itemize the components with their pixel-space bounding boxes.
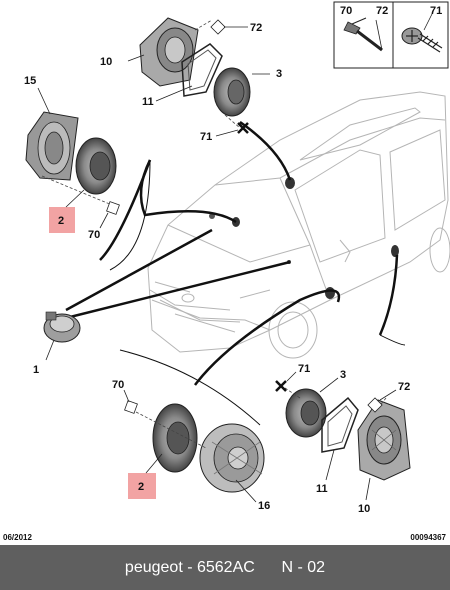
part-banner: peugeot - 6562AC N - 02 xyxy=(0,545,450,590)
callout-71-right: 71 xyxy=(298,363,310,375)
highlight-box-2-bottom: 2 xyxy=(128,473,156,499)
thin-curves xyxy=(109,159,406,426)
banner-part-number: 6562AC xyxy=(196,558,255,576)
rivet-icon xyxy=(343,17,383,52)
speaker-3-top xyxy=(213,67,251,117)
gasket-11 xyxy=(181,43,223,97)
clip-70-box-bottom xyxy=(124,400,138,414)
callout-11-top: 11 xyxy=(142,96,154,108)
legend-label-72: 72 xyxy=(376,5,388,17)
speaker-2-left xyxy=(75,137,117,195)
legend-label-71: 71 xyxy=(430,5,442,17)
clip-72-box-top xyxy=(210,19,226,35)
speaker-3-right xyxy=(285,388,327,438)
clip-70-box-left xyxy=(106,201,120,215)
banner-brand: peugeot xyxy=(124,558,183,576)
diagram-id: 00094367 xyxy=(410,533,446,542)
callout-71-top: 71 xyxy=(200,131,212,143)
rivet-x-mark-top xyxy=(237,122,249,134)
callout-2-bottom: 2 xyxy=(138,481,144,493)
speaker-grille-16 xyxy=(199,423,265,493)
car-illustration xyxy=(147,91,450,359)
highlight-box-2-top: 2 xyxy=(49,207,75,233)
rear-speaker-assembly-top xyxy=(139,17,251,129)
callout-72-top: 72 xyxy=(250,22,262,34)
speaker-housing-10-right xyxy=(357,399,411,481)
banner-code: N - 02 xyxy=(281,558,326,576)
callout-15: 15 xyxy=(24,75,36,87)
screw-icon xyxy=(401,13,443,53)
diagram-date: 06/2012 xyxy=(3,533,32,542)
banner-separator: - xyxy=(182,558,197,576)
callout-70-left: 70 xyxy=(88,229,100,241)
callout-3-top: 3 xyxy=(276,68,282,80)
callout-2-top: 2 xyxy=(58,215,64,227)
rear-door-speaker-assembly xyxy=(284,387,411,481)
gasket-11-right xyxy=(321,396,359,453)
banner-gap xyxy=(255,559,282,577)
fastener-legend: 70 72 71 xyxy=(333,1,449,69)
legend-label-70: 70 xyxy=(340,5,352,17)
front-door-speaker-assembly xyxy=(135,403,265,493)
tweeter-1 xyxy=(43,311,81,343)
rivet-x-mark-right xyxy=(275,380,287,392)
callout-10-top: 10 xyxy=(100,56,112,68)
location-leaders xyxy=(65,120,399,386)
callout-3-right: 3 xyxy=(340,369,346,381)
front-speaker-left-assembly xyxy=(25,111,117,206)
speaker-2-bottom xyxy=(152,403,198,473)
callout-72-right: 72 xyxy=(398,381,410,393)
callout-16: 16 xyxy=(258,500,270,512)
clip-72-box-right xyxy=(367,397,383,413)
callout-70-bottom: 70 xyxy=(112,379,124,391)
callout-11-right: 11 xyxy=(316,483,328,495)
callout-1: 1 xyxy=(33,364,39,376)
speaker-frame-15 xyxy=(25,111,79,181)
callout-10-right: 10 xyxy=(358,503,370,515)
